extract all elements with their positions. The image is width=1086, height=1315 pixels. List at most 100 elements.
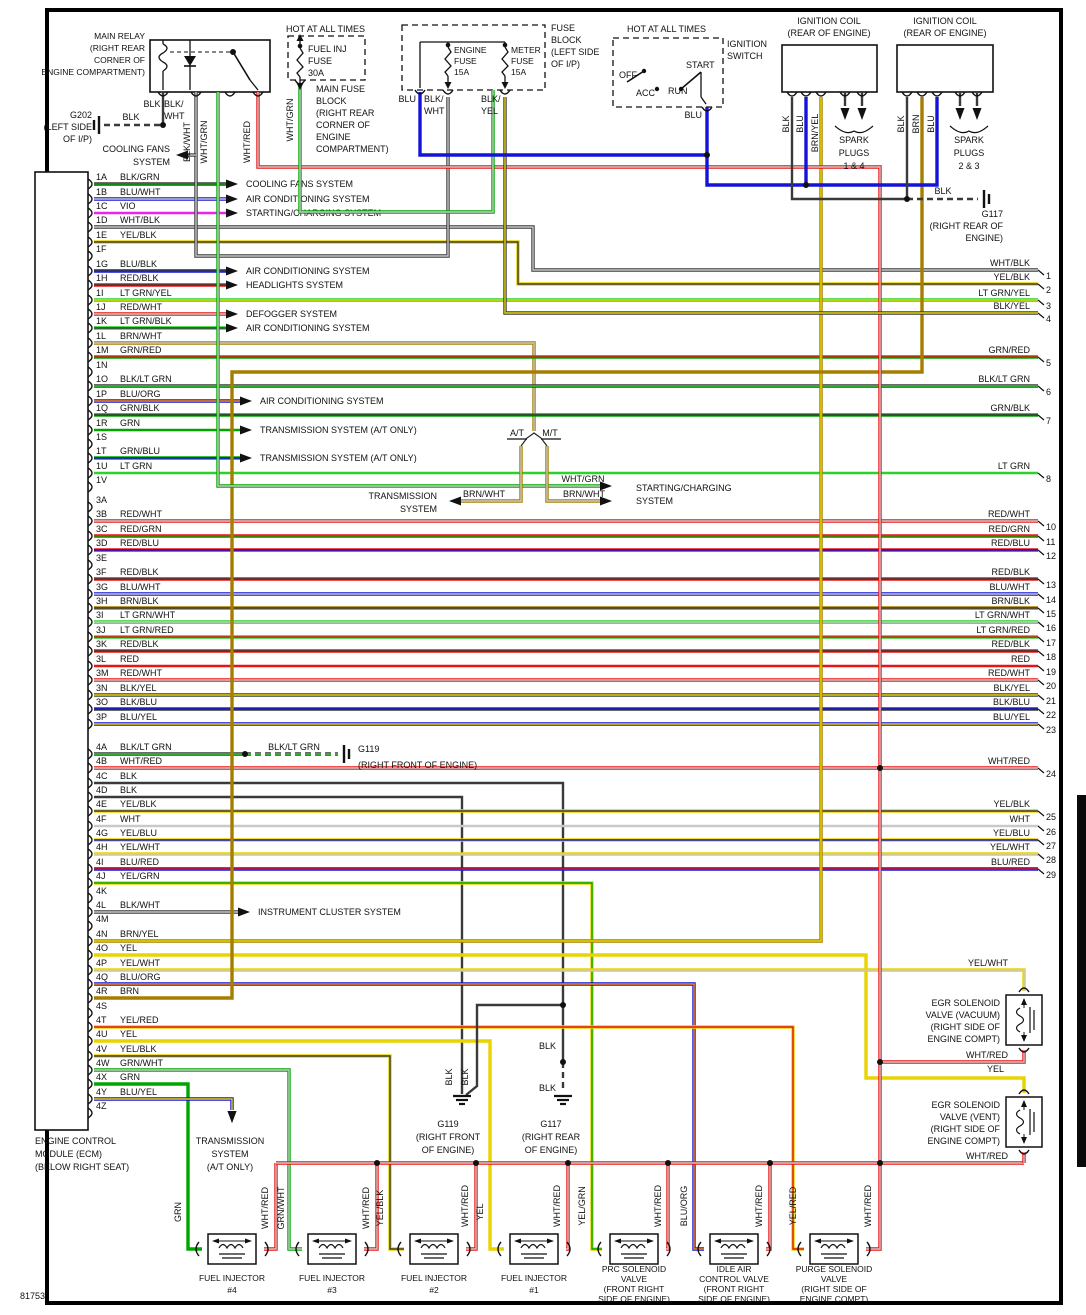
pin-bracket [1018,1047,1030,1053]
wire [503,97,1038,315]
system-target-label: AIR CONDITIONING SYSTEM [246,194,370,204]
pin-1P: 1P [96,389,107,399]
text-label: FUSE [308,56,332,66]
pin-3N: 3N [96,683,108,693]
pin-4C: 4C [96,771,108,781]
edge-wire-label: YEL/BLK [993,272,1030,282]
coil-arrow [345,1238,352,1244]
text-label: (REAR OF ENGINE) [787,28,870,38]
text-label: BLU [684,110,702,120]
device-terminal [397,1241,402,1257]
wire-core [504,97,1038,314]
fuel-injector-4-label: FUEL INJECTOR [199,1273,265,1283]
idle-air-control-valve [709,1233,759,1265]
pin-bracket [87,1035,93,1047]
flow-arrow [240,425,252,435]
egr-vent-label: EGR SOLENOID [931,1100,1000,1110]
ignition-coil-2-title: IGNITION COIL [913,16,977,26]
pin-4L: 4L [96,900,106,910]
edge-wire-label: LT GRN/WHT [975,610,1031,620]
wire-core [94,1055,404,1250]
g119-top-label: G119 [358,744,379,754]
starting-charging-right: STARTING/CHARGING [636,483,732,493]
text-label: PLUGS [839,148,870,158]
text-label: BLK [444,1068,454,1085]
pin-bracket [87,791,93,803]
text-label: (RIGHT SIDE OF [931,1022,1001,1032]
pin-bracket [87,467,93,479]
wire [94,982,704,1251]
pin-bracket [87,221,93,233]
wire-core [455,446,522,502]
pin-bracket [87,660,93,672]
edge-tick [1037,299,1045,306]
edge-wire-label: BLU/YEL [993,712,1030,722]
text-label: VALVE (VENT) [940,1112,1000,1122]
edge-wire-label: YEL/WHT [990,842,1031,852]
pin-bracket [87,178,93,190]
pin-1J: 1J [96,302,106,312]
pin-1G: 1G [96,259,108,269]
pin-1F: 1F [96,244,107,254]
pin-4H-color: YEL/WHT [120,842,161,852]
pin-1S: 1S [96,432,107,442]
wire-core [546,446,604,502]
wire [94,97,924,1000]
fuel-injector-4 [207,1233,257,1265]
system-target-label: DEFOGGER SYSTEM [246,309,337,319]
coil-arrow [614,1238,621,1244]
pin-bracket [87,250,93,262]
wire-core [94,882,602,1250]
edge-wire-label: LT GRN [998,461,1030,471]
text-label: SYSTEM [133,157,170,167]
text-label: FUSE [454,56,477,66]
pin-4O: 4O [96,943,108,953]
edge-wire-number: 23 [1046,725,1056,735]
spark-brace [949,125,989,134]
pin-1O-color: BLK/LT GRN [120,374,172,384]
text-label: BLU [795,115,805,133]
pin-1L-color: BRN/WHT [120,331,162,341]
text-label: WHT [424,106,445,116]
edge-wire-label: YEL/BLU [993,828,1030,838]
pin-bracket [87,906,93,918]
fuel-injector-2-label: FUEL INJECTOR [401,1273,467,1283]
edge-tick [1037,723,1045,730]
pin-4H: 4H [96,842,108,852]
flow-arrow [449,496,461,506]
ignition-switch-title: IGNITION [727,39,767,49]
valve-winding [1015,1109,1025,1135]
pin-1V: 1V [96,475,107,485]
coil-arrow [747,1238,754,1244]
edge-tick [1037,767,1045,774]
sheet-number: 81753 [20,1291,45,1301]
pin-3L-color: RED [120,654,140,664]
pin-4N: 4N [96,929,108,939]
fuel-injector-1-label: FUEL INJECTOR [501,1273,567,1283]
pin-1H-color: RED/BLK [120,273,159,283]
pin-3D-color: RED/BLU [120,538,159,548]
pin-bracket [87,978,93,990]
pin-bracket [87,515,93,527]
pin-bracket [87,820,93,832]
pin-bracket [87,645,93,657]
valve-arrow [1021,1035,1027,1042]
text-label: SWITCH [727,51,763,61]
pin-4D: 4D [96,785,108,795]
text-label: WHT/GRN [285,99,295,142]
text-label: SIDE OF ENGINE) [598,1294,670,1304]
wire [94,97,823,943]
edge-wire-number: 16 [1046,623,1056,633]
edge-wire-number: 15 [1046,609,1056,619]
fuel-injector-3 [307,1233,357,1265]
text-label: METER [511,45,541,55]
junction-dot [160,122,166,128]
pin-bracket [87,762,93,774]
pin-bracket [87,1050,93,1062]
pin-3F: 3F [96,567,107,577]
prc-solenoid-valve [609,1233,659,1265]
flow-arrow [972,108,982,120]
relay-diode-symbol [184,56,196,66]
device-terminal [666,1241,671,1257]
text-label: PLUGS [954,148,985,158]
